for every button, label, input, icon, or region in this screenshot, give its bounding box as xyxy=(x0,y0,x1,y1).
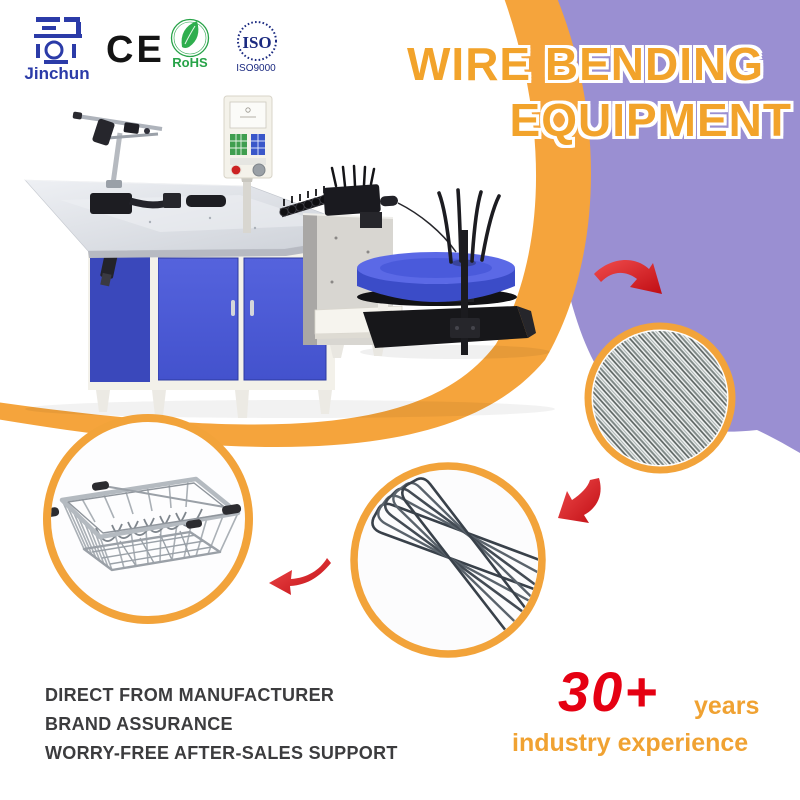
iso-label: ISO xyxy=(242,33,271,52)
feature-item: BRAND ASSURANCE xyxy=(45,714,233,734)
orange-swoosh xyxy=(0,0,591,448)
iso-badge-icon: ISO ISO9000 xyxy=(236,21,277,74)
iso-sub-label: ISO9000 xyxy=(236,63,276,74)
rohs-label: RoHS xyxy=(172,55,208,70)
ce-mark-icon: CE xyxy=(106,29,165,71)
red-arrow-machine-to-wires-icon xyxy=(594,260,662,294)
brand-logo-icon xyxy=(34,17,82,64)
wire-basket-circle xyxy=(43,414,253,624)
payoff-turntable xyxy=(357,188,536,355)
red-arrow-wires-to-forms-icon xyxy=(558,478,601,523)
feature-list: DIRECT FROM MANUFACTURER BRAND ASSURANCE… xyxy=(45,681,398,768)
control-panel xyxy=(223,95,273,233)
feature-item: DIRECT FROM MANUFACTURER xyxy=(45,685,335,705)
feature-item: WORRY-FREE AFTER-SALES SUPPORT xyxy=(45,743,398,763)
bent-wire-forms-circle xyxy=(350,462,546,658)
bending-mechanism xyxy=(90,193,226,214)
ce-mark-label: CE xyxy=(106,29,165,71)
poster-title-line-1: WIRE BENDING xyxy=(407,38,764,90)
brand-logo: Jinchun xyxy=(24,17,90,83)
straight-wires-circle xyxy=(584,322,736,474)
rohs-icon: RoHS xyxy=(170,18,210,70)
brand-logo-label: Jinchun xyxy=(24,64,89,83)
experience-caption: industry experience xyxy=(512,729,749,757)
experience-unit: years xyxy=(694,692,760,720)
red-arrow-forms-to-basket-icon xyxy=(269,558,331,595)
bender-head xyxy=(72,111,163,188)
purple-background-block xyxy=(534,0,800,453)
experience-value: 30+ xyxy=(558,660,659,723)
machine-cabinet xyxy=(88,244,335,418)
wire-feed-straightener xyxy=(279,164,457,253)
poster-title-line-2: EQUIPMENT xyxy=(509,94,792,146)
wire-bending-machine-illustration xyxy=(24,95,555,418)
